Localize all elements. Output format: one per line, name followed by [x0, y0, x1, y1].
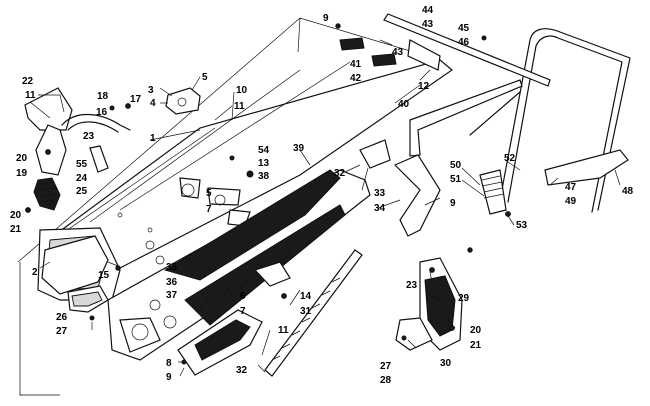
callout-8: 8 — [166, 358, 172, 369]
small-bracket — [253, 261, 291, 287]
callout-31: 31 — [300, 306, 312, 317]
chassis-outline — [17, 17, 441, 396]
callout-5a: 5 — [202, 72, 208, 83]
support-brace — [359, 139, 441, 237]
callout-9a: 9 — [323, 13, 329, 24]
callout-43b: 43 — [392, 47, 404, 58]
callout-52: 52 — [504, 153, 516, 164]
callout-45: 45 — [458, 23, 470, 34]
lower-extrusion — [264, 249, 363, 377]
running-board-right — [395, 257, 463, 351]
callout-33: 33 — [374, 188, 386, 199]
callout-1: 1 — [150, 133, 156, 144]
callout-42: 42 — [350, 73, 362, 84]
callout-34: 34 — [374, 203, 386, 214]
callout-32a: 32 — [334, 168, 346, 179]
callout-53: 53 — [516, 220, 528, 231]
callout-13: 13 — [258, 158, 270, 169]
callout-21a: 21 — [10, 224, 22, 235]
callout-24: 24 — [76, 173, 88, 184]
front-bracket-left — [24, 87, 73, 211]
callout-37: 37 — [166, 290, 178, 301]
callout-27b: 27 — [380, 361, 392, 372]
callout-5b: 5 — [206, 188, 212, 199]
callout-29: 29 — [458, 293, 470, 304]
callout-26: 26 — [56, 312, 68, 323]
footrest-left — [41, 235, 109, 313]
callout-46: 46 — [458, 37, 470, 48]
callout-39: 39 — [293, 143, 305, 154]
callout-51: 51 — [450, 174, 462, 185]
callout-21b: 21 — [470, 340, 482, 351]
callout-23b: 23 — [406, 280, 418, 291]
callout-35: 35 — [166, 262, 178, 273]
rear-rail — [383, 13, 551, 87]
callout-10: 10 — [236, 85, 248, 96]
callout-11b: 11 — [234, 101, 245, 112]
snowflap — [544, 149, 629, 186]
callout-3: 3 — [148, 85, 154, 96]
callout-2: 2 — [32, 267, 38, 278]
callout-28: 28 — [380, 375, 392, 386]
skid-plate — [177, 309, 263, 376]
callout-11c: 11 — [278, 325, 289, 336]
callout-labels: 1 2 3 4 5 5 6 7 7 8 9 9 9 10 11 11 11 12… — [10, 5, 634, 386]
callout-36: 36 — [166, 277, 178, 288]
callout-38: 38 — [258, 171, 270, 182]
callout-43a: 43 — [422, 19, 434, 30]
right-extrusion — [407, 39, 441, 71]
callout-18: 18 — [97, 91, 109, 102]
callout-14: 14 — [300, 291, 312, 302]
side-rail — [409, 79, 523, 157]
hitch-assembly — [479, 169, 507, 215]
leader-lines — [29, 39, 621, 377]
fasteners — [25, 23, 511, 365]
callout-30: 30 — [440, 358, 452, 369]
side-panel-graphic — [107, 169, 371, 361]
callout-4: 4 — [150, 98, 156, 109]
callout-11a: 11 — [25, 90, 36, 101]
callout-49: 49 — [565, 196, 577, 207]
callout-48: 48 — [622, 186, 634, 197]
callout-27a: 27 — [56, 326, 68, 337]
callout-19: 19 — [16, 168, 28, 179]
callout-32b: 32 — [236, 365, 248, 376]
callout-25: 25 — [76, 186, 88, 197]
callout-20a: 20 — [16, 153, 28, 164]
callout-12: 12 — [418, 81, 430, 92]
callout-54: 54 — [258, 145, 270, 156]
callout-55: 55 — [76, 159, 88, 170]
callout-6: 6 — [240, 291, 246, 302]
callout-17: 17 — [130, 94, 142, 105]
callout-9b: 9 — [450, 198, 456, 209]
callout-7b: 7 — [240, 306, 246, 317]
callout-7a: 7 — [206, 204, 212, 215]
callout-9c: 9 — [166, 372, 172, 383]
callout-22: 22 — [22, 76, 34, 87]
callout-23a: 23 — [83, 131, 95, 142]
callout-40: 40 — [398, 99, 410, 110]
callout-47: 47 — [565, 182, 577, 193]
top-bracket — [165, 87, 201, 115]
callout-16: 16 — [96, 107, 108, 118]
callout-15: 15 — [98, 270, 110, 281]
traction-pads — [339, 37, 397, 67]
callout-20b: 20 — [10, 210, 22, 221]
steering-support — [61, 113, 131, 173]
callout-41: 41 — [350, 59, 362, 70]
callout-20c: 20 — [470, 325, 482, 336]
callout-44: 44 — [422, 5, 434, 16]
callout-50: 50 — [450, 160, 462, 171]
rear-bumper — [469, 28, 631, 213]
